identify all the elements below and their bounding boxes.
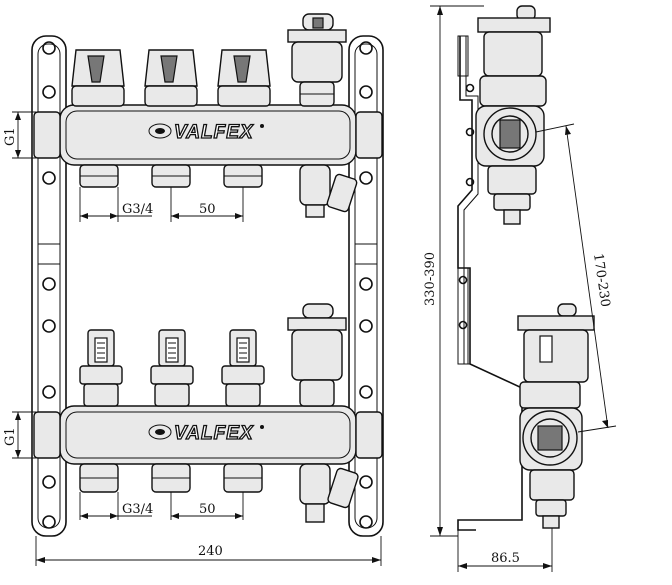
axis-distance-label: 170-230: [590, 252, 612, 308]
flow-meter: [79, 329, 123, 407]
thread-label-main: G1: [3, 427, 18, 446]
left-mounting-bracket: [31, 35, 67, 537]
thread-label-outlet: G3/4: [122, 202, 153, 217]
right-mounting-bracket: [348, 35, 384, 537]
brand-logo-text: VALFEX: [174, 423, 254, 444]
drain-valve: [299, 164, 358, 218]
overall-width-label: 240: [198, 544, 223, 559]
valve-knob: [71, 49, 125, 107]
overall-height-label: 330-390: [423, 252, 438, 306]
bottom-dimensions: G1 G3/4 50 240: [3, 411, 382, 566]
flow-meter: [221, 329, 265, 407]
brand-logo-bottom: VALFEX: [148, 422, 264, 445]
valve-knob: [217, 49, 271, 107]
thread-label-main: G1: [3, 127, 18, 146]
valve-knob: [144, 49, 198, 107]
air-vent: [287, 13, 347, 107]
top-dimensions: G1 G3/4 50: [3, 111, 244, 222]
thread-label-outlet: G3/4: [122, 502, 153, 517]
brand-logo-top: VALFEX: [148, 121, 264, 144]
side-view: 330-390 170-230 86.5: [423, 5, 617, 572]
spacing-label: 50: [199, 502, 216, 517]
flow-meter: [150, 329, 194, 407]
top-manifold: [33, 13, 383, 218]
brand-logo-text: VALFEX: [174, 122, 254, 143]
spacing-label: 50: [199, 202, 216, 217]
depth-label: 86.5: [491, 551, 520, 566]
bottom-manifold: [33, 303, 383, 523]
air-vent: [287, 303, 347, 407]
drain-valve: [299, 463, 359, 523]
